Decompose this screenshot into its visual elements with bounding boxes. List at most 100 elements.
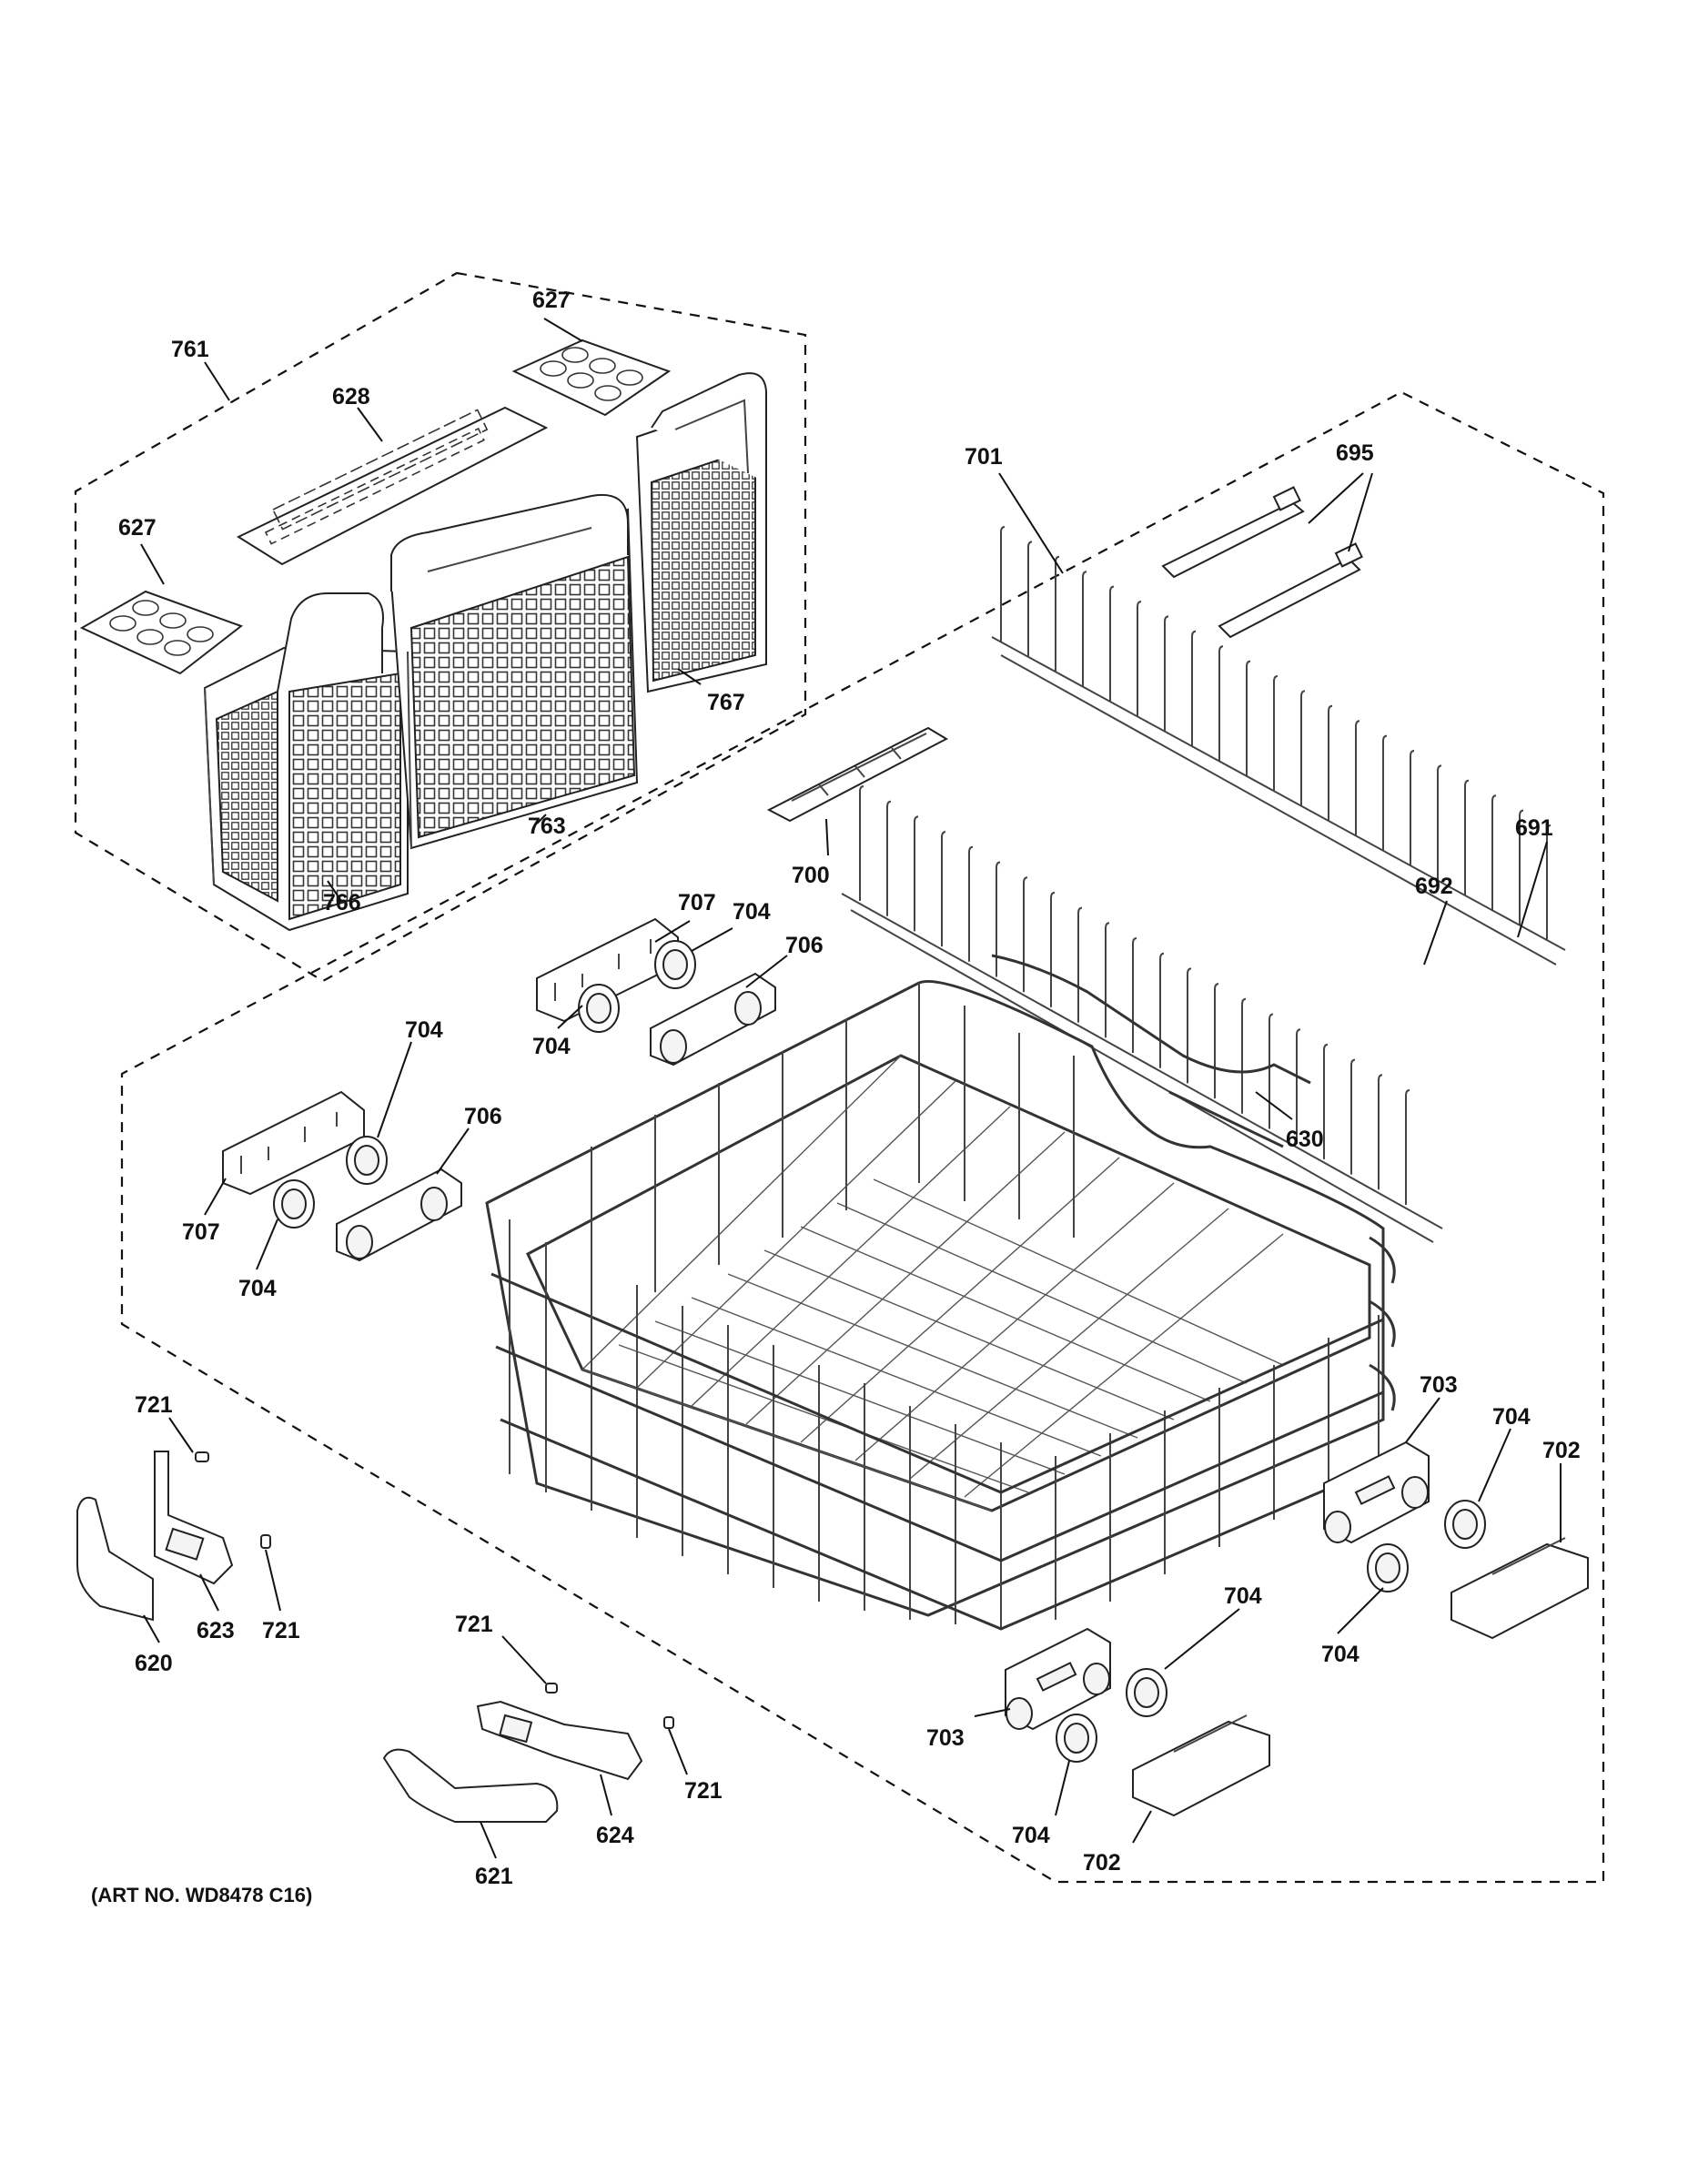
tine [886,800,892,916]
tine [914,815,919,932]
tine [859,785,864,901]
callout-627-left: 627 [118,515,157,541]
handle-mount-624 [476,1700,643,1781]
tine [996,861,1001,977]
screw-721-a [195,1451,209,1462]
end-cap-702-lower [1132,1714,1270,1817]
tine [1519,809,1524,925]
roller-704-bottom-a [1126,1668,1167,1717]
callout-628: 628 [332,384,370,410]
roller-704-bottom-b [1056,1714,1097,1763]
tine-set-front [859,785,1410,1205]
callout-767: 767 [707,690,745,715]
handle-mount-623 [154,1451,234,1585]
callout-692: 692 [1415,874,1453,899]
leader-lines [140,318,1562,1859]
callout-702-lower: 702 [1083,1850,1121,1876]
tine [1137,601,1142,716]
callout-706-lower: 706 [464,1104,502,1129]
tine [1050,891,1056,1007]
callout-763: 763 [528,814,566,839]
tine [1464,779,1470,895]
tine [1132,937,1137,1053]
callout-766: 766 [323,890,361,915]
callout-620: 620 [135,1651,173,1676]
art-number-caption: (ART NO. WD8478 C16) [91,1884,312,1906]
roller-bracket-703-lower [1005,1627,1111,1731]
roller-704-lower-b [273,1179,315,1228]
callout-706-upper: 706 [785,933,824,958]
basket-lid-large [236,406,549,566]
callout-627-top: 627 [532,288,571,313]
screw-721-b [260,1534,271,1549]
tine [1350,1058,1356,1175]
callout-623: 623 [197,1618,235,1643]
callout-621: 621 [475,1864,513,1889]
callout-700: 700 [792,863,830,888]
callout-721-d: 721 [684,1778,723,1804]
tine [1323,1043,1329,1159]
callout-704-lower-b: 704 [238,1276,277,1301]
roller-704-right-a [1444,1500,1486,1549]
tine [941,831,946,947]
callout-704-right-b: 704 [1321,1642,1359,1667]
callout-630: 630 [1286,1127,1324,1152]
callout-704-lower-a: 704 [405,1017,443,1043]
silverware-basket-group-outline [74,271,807,983]
roller-704-lower-a [346,1136,388,1185]
tine-clip-upper [1161,486,1305,579]
tine [1300,690,1306,806]
silverware-basket [203,372,767,932]
tine [1214,983,1219,1099]
roller-704-upper-b [578,984,620,1033]
callout-701: 701 [965,444,1003,470]
tine [1273,675,1279,791]
tine [1355,720,1360,836]
roller-carrier-706-upper [650,972,776,1067]
tine [968,845,974,962]
callout-704-upper-b: 704 [532,1034,571,1059]
callout-695: 695 [1336,440,1374,466]
tine [1378,1074,1383,1190]
tine-row-rear [991,636,1566,966]
callout-707-upper: 707 [678,890,716,915]
rack-handle-620 [76,1496,154,1622]
callout-707-lower: 707 [182,1219,220,1245]
callout-761: 761 [171,337,209,362]
tine [1269,1013,1274,1129]
tine [1164,615,1169,732]
callout-704-bottom-a: 704 [1224,1583,1262,1609]
tine [1191,630,1197,746]
tine [1410,750,1415,865]
tine [1027,541,1033,657]
lower-rack-group-outline [120,391,1605,1884]
tine-row-front [841,893,1443,1243]
callout-624: 624 [596,1823,634,1848]
callout-721-b: 721 [262,1618,300,1643]
tine [1159,952,1165,1068]
screw-721-c [545,1683,558,1694]
end-cap-702-upper [1450,1537,1589,1640]
basket-lid-small-right [511,339,672,417]
roller-bracket-707-lower [222,1090,365,1196]
callout-704-bottom-b: 704 [1012,1823,1050,1848]
rack-divider-700 [766,726,949,823]
tine [1105,922,1110,1038]
callout-704-right-a: 704 [1492,1404,1531,1430]
tine [1437,764,1442,881]
tine [1296,1028,1301,1145]
tine [1546,824,1552,940]
tine [1405,1089,1410,1205]
tine [1382,734,1388,851]
callout-691: 691 [1515,815,1553,841]
callout-labels: 761 628 627 627 763 766 767 701 695 691 … [118,288,1581,1889]
lower-rack-basket [485,979,1396,1631]
rack-bracket-630 [991,954,1311,1148]
basket-lid-small-left [79,590,244,675]
tine [1246,660,1251,776]
callout-704-upper-a: 704 [733,899,771,925]
screw-721-d [663,1716,674,1729]
roller-704-upper-a [654,940,696,989]
tine [1241,997,1247,1114]
